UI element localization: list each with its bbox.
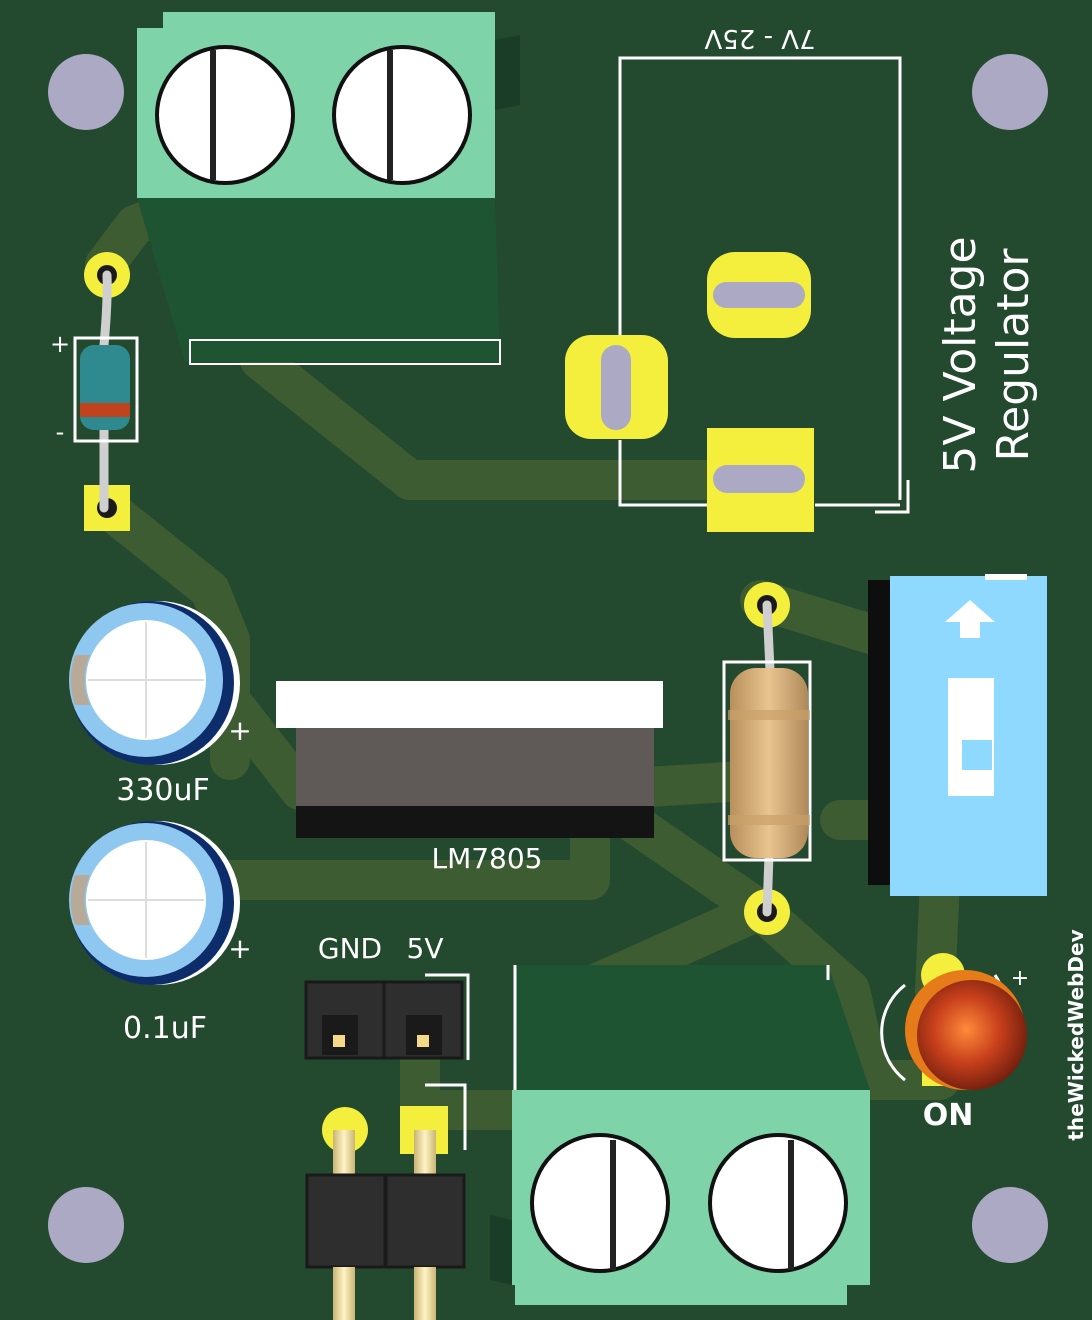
power-led: + ON <box>880 953 1029 1133</box>
capacitor-01uf: + 0.1uF <box>69 821 252 1046</box>
output-header-top <box>304 973 470 1060</box>
header-5v-label: 5V <box>407 932 444 965</box>
diode-minus-label: - <box>56 418 65 446</box>
led-label: ON <box>923 1098 974 1133</box>
capacitor-330uf: + 330uF <box>69 601 252 808</box>
regulator-label: LM7805 <box>431 842 542 875</box>
switch-knob[interactable] <box>948 678 994 796</box>
board-title-line1: 5V Voltage <box>935 236 986 473</box>
barrel-jack-outline <box>618 56 910 514</box>
cap-01-label: 0.1uF <box>123 1011 207 1046</box>
input-range-label: 7V - 25V <box>704 23 815 53</box>
lm7805-regulator: LM7805 <box>276 681 663 875</box>
barrel-jack-pads <box>565 252 814 532</box>
power-switch[interactable] <box>868 574 1047 896</box>
diode-plus-label: + <box>50 330 70 358</box>
cap-01-plus: + <box>228 932 251 965</box>
switch-arrow-icon <box>945 600 995 638</box>
cap-330-label: 330uF <box>116 773 210 808</box>
resistor <box>722 582 812 935</box>
mounting-holes <box>48 54 1048 1263</box>
diode: + - <box>50 252 139 531</box>
board-title-line2: Regulator <box>988 248 1039 462</box>
credit-label: theWickedWebDev <box>1064 929 1088 1140</box>
input-terminal-block <box>137 12 520 365</box>
output-header-bottom <box>305 1083 467 1320</box>
led-plus: + <box>1011 966 1029 991</box>
cap-330-plus: + <box>228 714 251 747</box>
header-gnd-label: GND <box>318 932 382 965</box>
output-terminal-block <box>490 965 870 1305</box>
